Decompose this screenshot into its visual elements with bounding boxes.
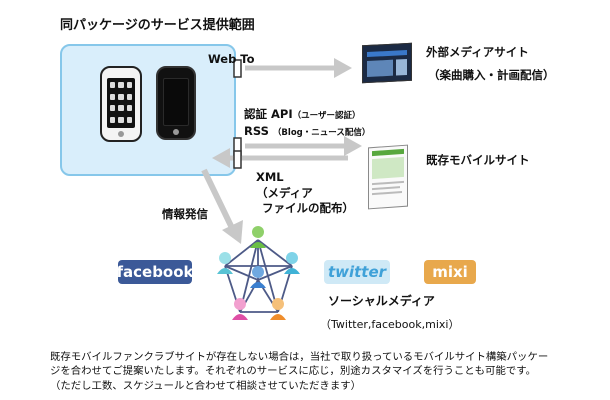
social-media-examples: （Twitter,facebook,mixi） xyxy=(320,318,460,331)
social-media-label: ソーシャルメディア xyxy=(328,294,435,308)
info-dispatch-label: 情報発信 xyxy=(162,207,208,221)
phone-white-icon xyxy=(100,66,142,142)
mixi-logo: mixi xyxy=(424,260,476,284)
footnote-line-1: 既存モバイルファンクラブサイトが存在しない場合は，当社で取り扱っているモバイルサ… xyxy=(50,351,549,363)
arrow-web-to xyxy=(245,58,352,78)
diagram-title: 同パッケージのサービス提供範囲 xyxy=(60,18,255,33)
footnote: 既存モバイルファンクラブサイトが存在しない場合は，当社で取り扱っているモバイルサ… xyxy=(50,350,610,393)
auth-api-note: （ユーザー認証） xyxy=(292,111,361,121)
footnote-line-3: （ただし工数、スケジュールと合わせて相談させていただきます） xyxy=(50,379,361,392)
phone-black-icon xyxy=(156,66,196,140)
connector-port-top xyxy=(233,59,242,78)
rss-main: RSS xyxy=(244,124,269,138)
rss-label: RSS （Blog・ニュース配信） xyxy=(244,124,370,138)
arrow-info-dispatch xyxy=(201,168,243,244)
facebook-logo: facebook xyxy=(116,260,194,284)
people-network-icon xyxy=(217,226,300,320)
service-scope-box xyxy=(60,44,236,176)
connector-port-bottom xyxy=(233,150,242,169)
footnote-line-2: ジを合わせてご提案いたします。それぞれのサービスに応じ，別途カスタマイズを行うこ… xyxy=(50,365,536,378)
arrow-xml xyxy=(212,148,348,168)
xml-label-line3: ファイルの配布） xyxy=(262,201,354,215)
auth-api-main: 認証 API xyxy=(244,107,293,121)
auth-api-label: 認証 API（ユーザー認証） xyxy=(244,106,360,122)
media-site-screenshot xyxy=(362,42,412,84)
mobile-site-screenshot xyxy=(368,144,408,210)
arrow-auth-rss xyxy=(245,136,362,156)
external-media-label-line2: （楽曲購入・計画配信） xyxy=(428,68,555,82)
rss-note: （Blog・ニュース配信） xyxy=(272,128,371,138)
xml-label-line2: （メディア xyxy=(256,186,313,200)
existing-mobile-site-label: 既存モバイルサイト xyxy=(426,153,530,167)
xml-label-line1: XML xyxy=(256,170,284,184)
web-to-label: Web To xyxy=(208,52,255,66)
external-media-label-line1: 外部メディアサイト xyxy=(426,45,529,59)
twitter-logo: twitter xyxy=(324,260,390,284)
